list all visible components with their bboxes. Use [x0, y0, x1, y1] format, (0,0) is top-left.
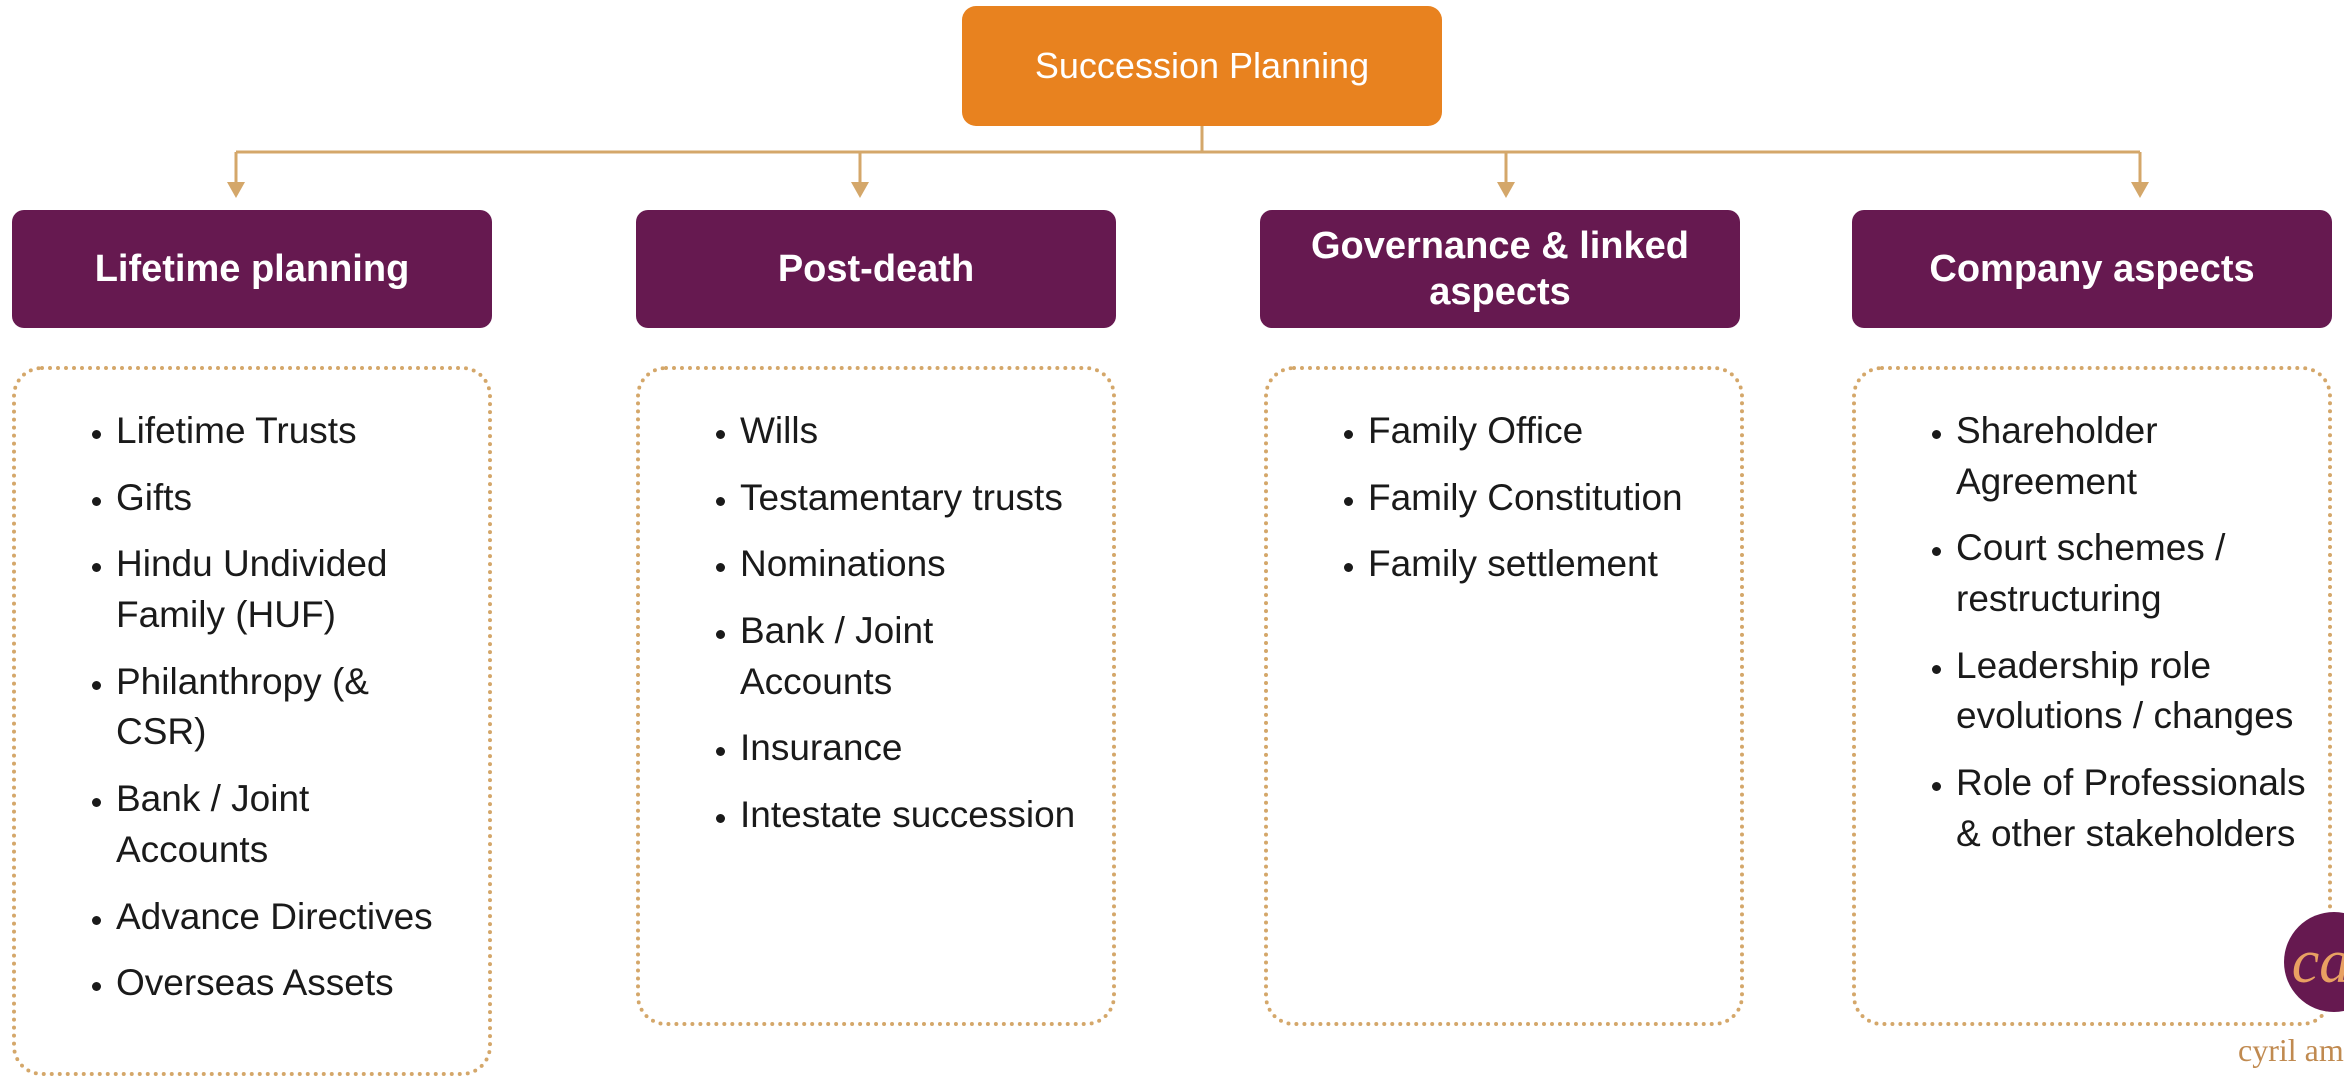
list-item: Philanthropy (& CSR) [116, 657, 458, 758]
category-governance: Governance & linked aspects [1260, 210, 1740, 328]
list-post-death: Wills Testamentary trusts Nominations Ba… [636, 366, 1116, 1026]
list-item: Shareholder Agreement [1956, 406, 2308, 507]
root-label: Succession Planning [1034, 45, 1370, 86]
list-item: Leadership role evolutions / changes [1956, 641, 2308, 742]
category-company-aspects: Company aspects [1852, 210, 2332, 328]
logo-text: cyril am [2238, 1032, 2344, 1068]
company-logo: ca [2284, 912, 2344, 1012]
list-item: Hindu Undivided Family (HUF) [116, 539, 458, 640]
list-item: Advance Directives [116, 892, 458, 943]
list-item: Family settlement [1368, 539, 1710, 590]
category-title: Lifetime planning [94, 247, 410, 290]
category-lifetime-planning: Lifetime planning [12, 210, 492, 328]
item-list: Lifetime Trusts Gifts Hindu Undivided Fa… [16, 370, 488, 1009]
list-item: Nominations [740, 539, 1082, 590]
arrow-to-post-death [851, 152, 869, 198]
list-lifetime-planning: Lifetime Trusts Gifts Hindu Undivided Fa… [12, 366, 492, 1076]
list-item: Overseas Assets [116, 958, 458, 1009]
item-list: Wills Testamentary trusts Nominations Ba… [640, 370, 1112, 841]
list-item: Role of Professionals & other stakeholde… [1956, 758, 2308, 859]
list-item: Bank / Joint Accounts [740, 606, 1082, 707]
list-company-aspects: Shareholder Agreement Court schemes / re… [1852, 366, 2332, 1026]
item-list: Family Office Family Constitution Family… [1268, 370, 1740, 590]
list-item: Bank / Joint Accounts [116, 774, 458, 875]
list-item: Gifts [116, 473, 458, 524]
category-post-death: Post-death [636, 210, 1116, 328]
list-governance: Family Office Family Constitution Family… [1264, 366, 1744, 1026]
item-list: Shareholder Agreement Court schemes / re… [1856, 370, 2328, 860]
list-item: Wills [740, 406, 1082, 457]
arrow-to-company [2131, 152, 2149, 198]
logo-mark: ca [2291, 927, 2344, 996]
category-title: Company aspects [1929, 247, 2255, 290]
category-title: Post-death [777, 247, 975, 290]
category-title: Governance & linked aspects [1310, 224, 1689, 313]
list-item: Family Office [1368, 406, 1710, 457]
list-item: Lifetime Trusts [116, 406, 458, 457]
arrow-to-governance [1497, 152, 1515, 198]
list-item: Family Constitution [1368, 473, 1710, 524]
list-item: Testamentary trusts [740, 473, 1082, 524]
arrow-to-lifetime [227, 152, 245, 198]
root-node: Succession Planning [962, 6, 1442, 126]
list-item: Intestate succession [740, 790, 1082, 841]
list-item: Insurance [740, 723, 1082, 774]
list-item: Court schemes / restructuring [1956, 523, 2308, 624]
